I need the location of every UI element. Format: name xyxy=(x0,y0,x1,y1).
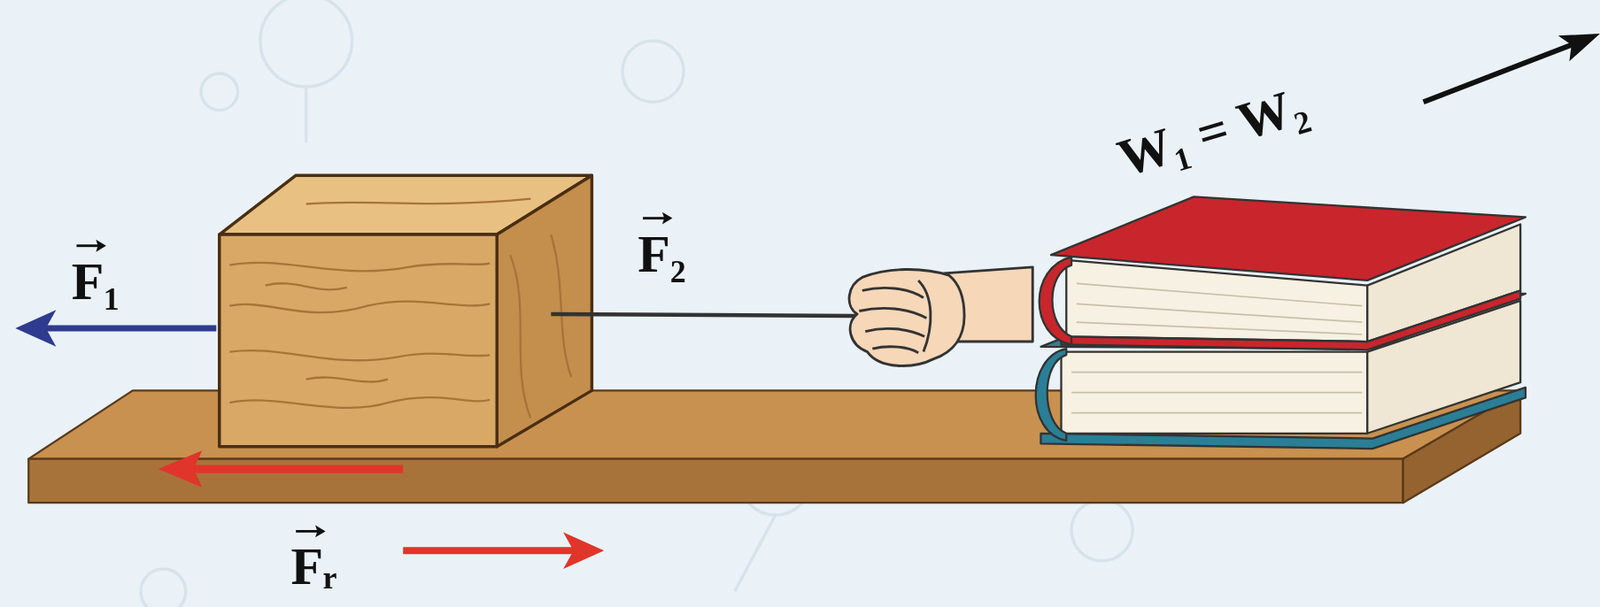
rope xyxy=(550,314,888,317)
force-label: F₂ xyxy=(637,208,687,281)
weight-arrow xyxy=(1423,33,1600,102)
wooden-block xyxy=(219,175,593,448)
force-label: F₁ xyxy=(71,236,121,309)
weight-label-box: W₁ = W₂ xyxy=(1106,61,1314,186)
force-label-box: F₁ xyxy=(71,236,121,309)
vector-arrow xyxy=(293,522,328,539)
force-label: Fᵣ xyxy=(290,522,337,595)
friction-arrow-on-block xyxy=(158,450,404,487)
force-arrow-f1 xyxy=(15,309,217,347)
friction-arrow-fr xyxy=(402,533,604,570)
background-decor xyxy=(140,0,1133,607)
hand xyxy=(849,267,1033,367)
force-label-box: F₂ xyxy=(637,208,687,281)
vector-arrow xyxy=(640,208,675,225)
weight-label: W₁ = W₂ xyxy=(1106,61,1314,186)
book-stack xyxy=(1035,196,1526,449)
force-label-box: Fᵣ xyxy=(290,522,337,595)
vector-arrow xyxy=(73,236,109,253)
